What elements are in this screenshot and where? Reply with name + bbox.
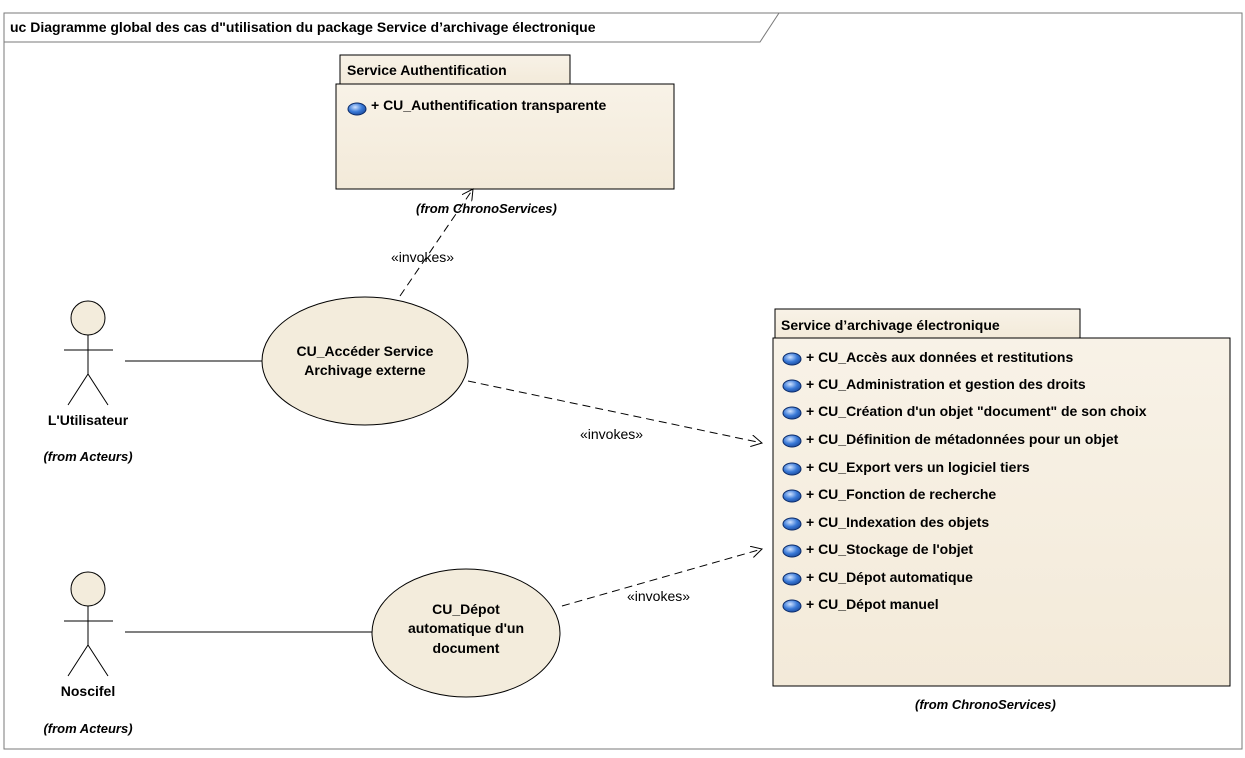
actor-origin: (from Acteurs) <box>43 721 132 736</box>
package-item-label: + CU_Accès aux données et restitutions <box>806 349 1073 365</box>
actor-origin: (from Acteurs) <box>43 449 132 464</box>
use-case-label: automatique d'un <box>408 620 524 636</box>
package-name: Service d’archivage électronique <box>781 317 1000 333</box>
dependency-label: «invokes» <box>580 426 643 442</box>
use-case-depot-automatique[interactable]: CU_Dépot automatique d'un document <box>371 568 561 698</box>
use-case-icon <box>782 599 802 613</box>
use-case-icon <box>782 572 802 586</box>
package-item[interactable]: + CU_Fonction de recherche <box>782 486 996 503</box>
package-service-authentification[interactable]: Service Authentification + CU_Authentifi… <box>335 54 675 216</box>
actor-stick-figure-icon <box>64 300 113 406</box>
use-case-icon <box>782 462 802 476</box>
package-origin: (from ChronoServices) <box>915 697 1056 712</box>
use-case-icon <box>782 517 802 531</box>
package-item[interactable]: + CU_Administration et gestion des droit… <box>782 376 1086 393</box>
package-item[interactable]: + CU_Création d'un objet "document" de s… <box>782 403 1147 420</box>
diagram-frame: uc Diagramme global des cas d"utilisatio… <box>3 12 1243 750</box>
package-item-label: + CU_Export vers un logiciel tiers <box>806 459 1030 475</box>
package-item[interactable]: + CU_Dépot automatique <box>782 569 973 586</box>
package-item[interactable]: + CU_Définition de métadonnées pour un o… <box>782 431 1119 448</box>
use-case-label: Archivage externe <box>304 362 426 378</box>
package-item-label: + CU_Dépot manuel <box>806 596 939 612</box>
package-item-label: + CU_Dépot automatique <box>806 569 973 585</box>
actor-noscifel[interactable]: Noscifel (from Acteurs) <box>43 571 133 736</box>
frame-title-tab <box>3 12 780 43</box>
package-item-label: + CU_Administration et gestion des droit… <box>806 376 1086 392</box>
dependency-access-to-auth[interactable] <box>399 189 473 297</box>
package-tab <box>339 54 571 86</box>
package-name: Service Authentification <box>347 62 507 78</box>
package-tab <box>774 308 1081 340</box>
package-item[interactable]: + CU_Export vers un logiciel tiers <box>782 459 1030 476</box>
dependency-label: «invokes» <box>391 249 454 265</box>
use-case-ellipse <box>261 296 469 426</box>
package-item[interactable]: + CU_Authentification transparente <box>347 97 607 116</box>
dependency-label: «invokes» <box>627 588 690 604</box>
package-item-label: + CU_Création d'un objet "document" de s… <box>806 403 1147 419</box>
actor-name: L'Utilisateur <box>48 412 129 428</box>
package-item-label: + CU_Stockage de l'objet <box>806 541 973 557</box>
use-case-icon <box>347 102 367 116</box>
use-case-label: CU_Accéder Service <box>297 343 434 359</box>
dependency-access-to-archive[interactable] <box>467 380 762 443</box>
frame-title: uc Diagramme global des cas d"utilisatio… <box>10 19 596 35</box>
use-case-ellipse <box>371 568 561 698</box>
package-item-label: + CU_Authentification transparente <box>371 97 607 113</box>
dependency-depot-to-archive[interactable] <box>561 549 762 607</box>
use-case-icon <box>782 434 802 448</box>
use-case-acceder-service[interactable]: CU_Accéder Service Archivage externe <box>261 296 469 426</box>
use-case-icon <box>782 352 802 366</box>
use-case-icon <box>782 406 802 420</box>
package-items: + CU_Accès aux données et restitutions +… <box>782 349 1147 613</box>
use-case-icon <box>782 379 802 393</box>
use-case-icon <box>782 544 802 558</box>
package-origin: (from ChronoServices) <box>416 201 557 216</box>
use-case-icon <box>782 489 802 503</box>
use-case-label: document <box>433 640 500 656</box>
package-item[interactable]: + CU_Indexation des objets <box>782 514 989 531</box>
package-item[interactable]: + CU_Dépot manuel <box>782 596 939 613</box>
actor-stick-figure-icon <box>64 571 113 677</box>
actor-name: Noscifel <box>61 683 115 699</box>
package-item-label: + CU_Fonction de recherche <box>806 486 996 502</box>
package-item-label: + CU_Définition de métadonnées pour un o… <box>806 431 1119 447</box>
use-case-label: CU_Dépot <box>432 601 500 617</box>
package-item[interactable]: + CU_Stockage de l'objet <box>782 541 973 558</box>
package-body <box>772 337 1231 687</box>
package-item[interactable]: + CU_Accès aux données et restitutions <box>782 349 1073 366</box>
package-item-label: + CU_Indexation des objets <box>806 514 989 530</box>
package-service-archivage[interactable]: Service d’archivage électronique + CU_Ac… <box>772 308 1231 712</box>
actor-utilisateur[interactable]: L'Utilisateur (from Acteurs) <box>43 300 133 464</box>
package-body <box>335 83 675 190</box>
